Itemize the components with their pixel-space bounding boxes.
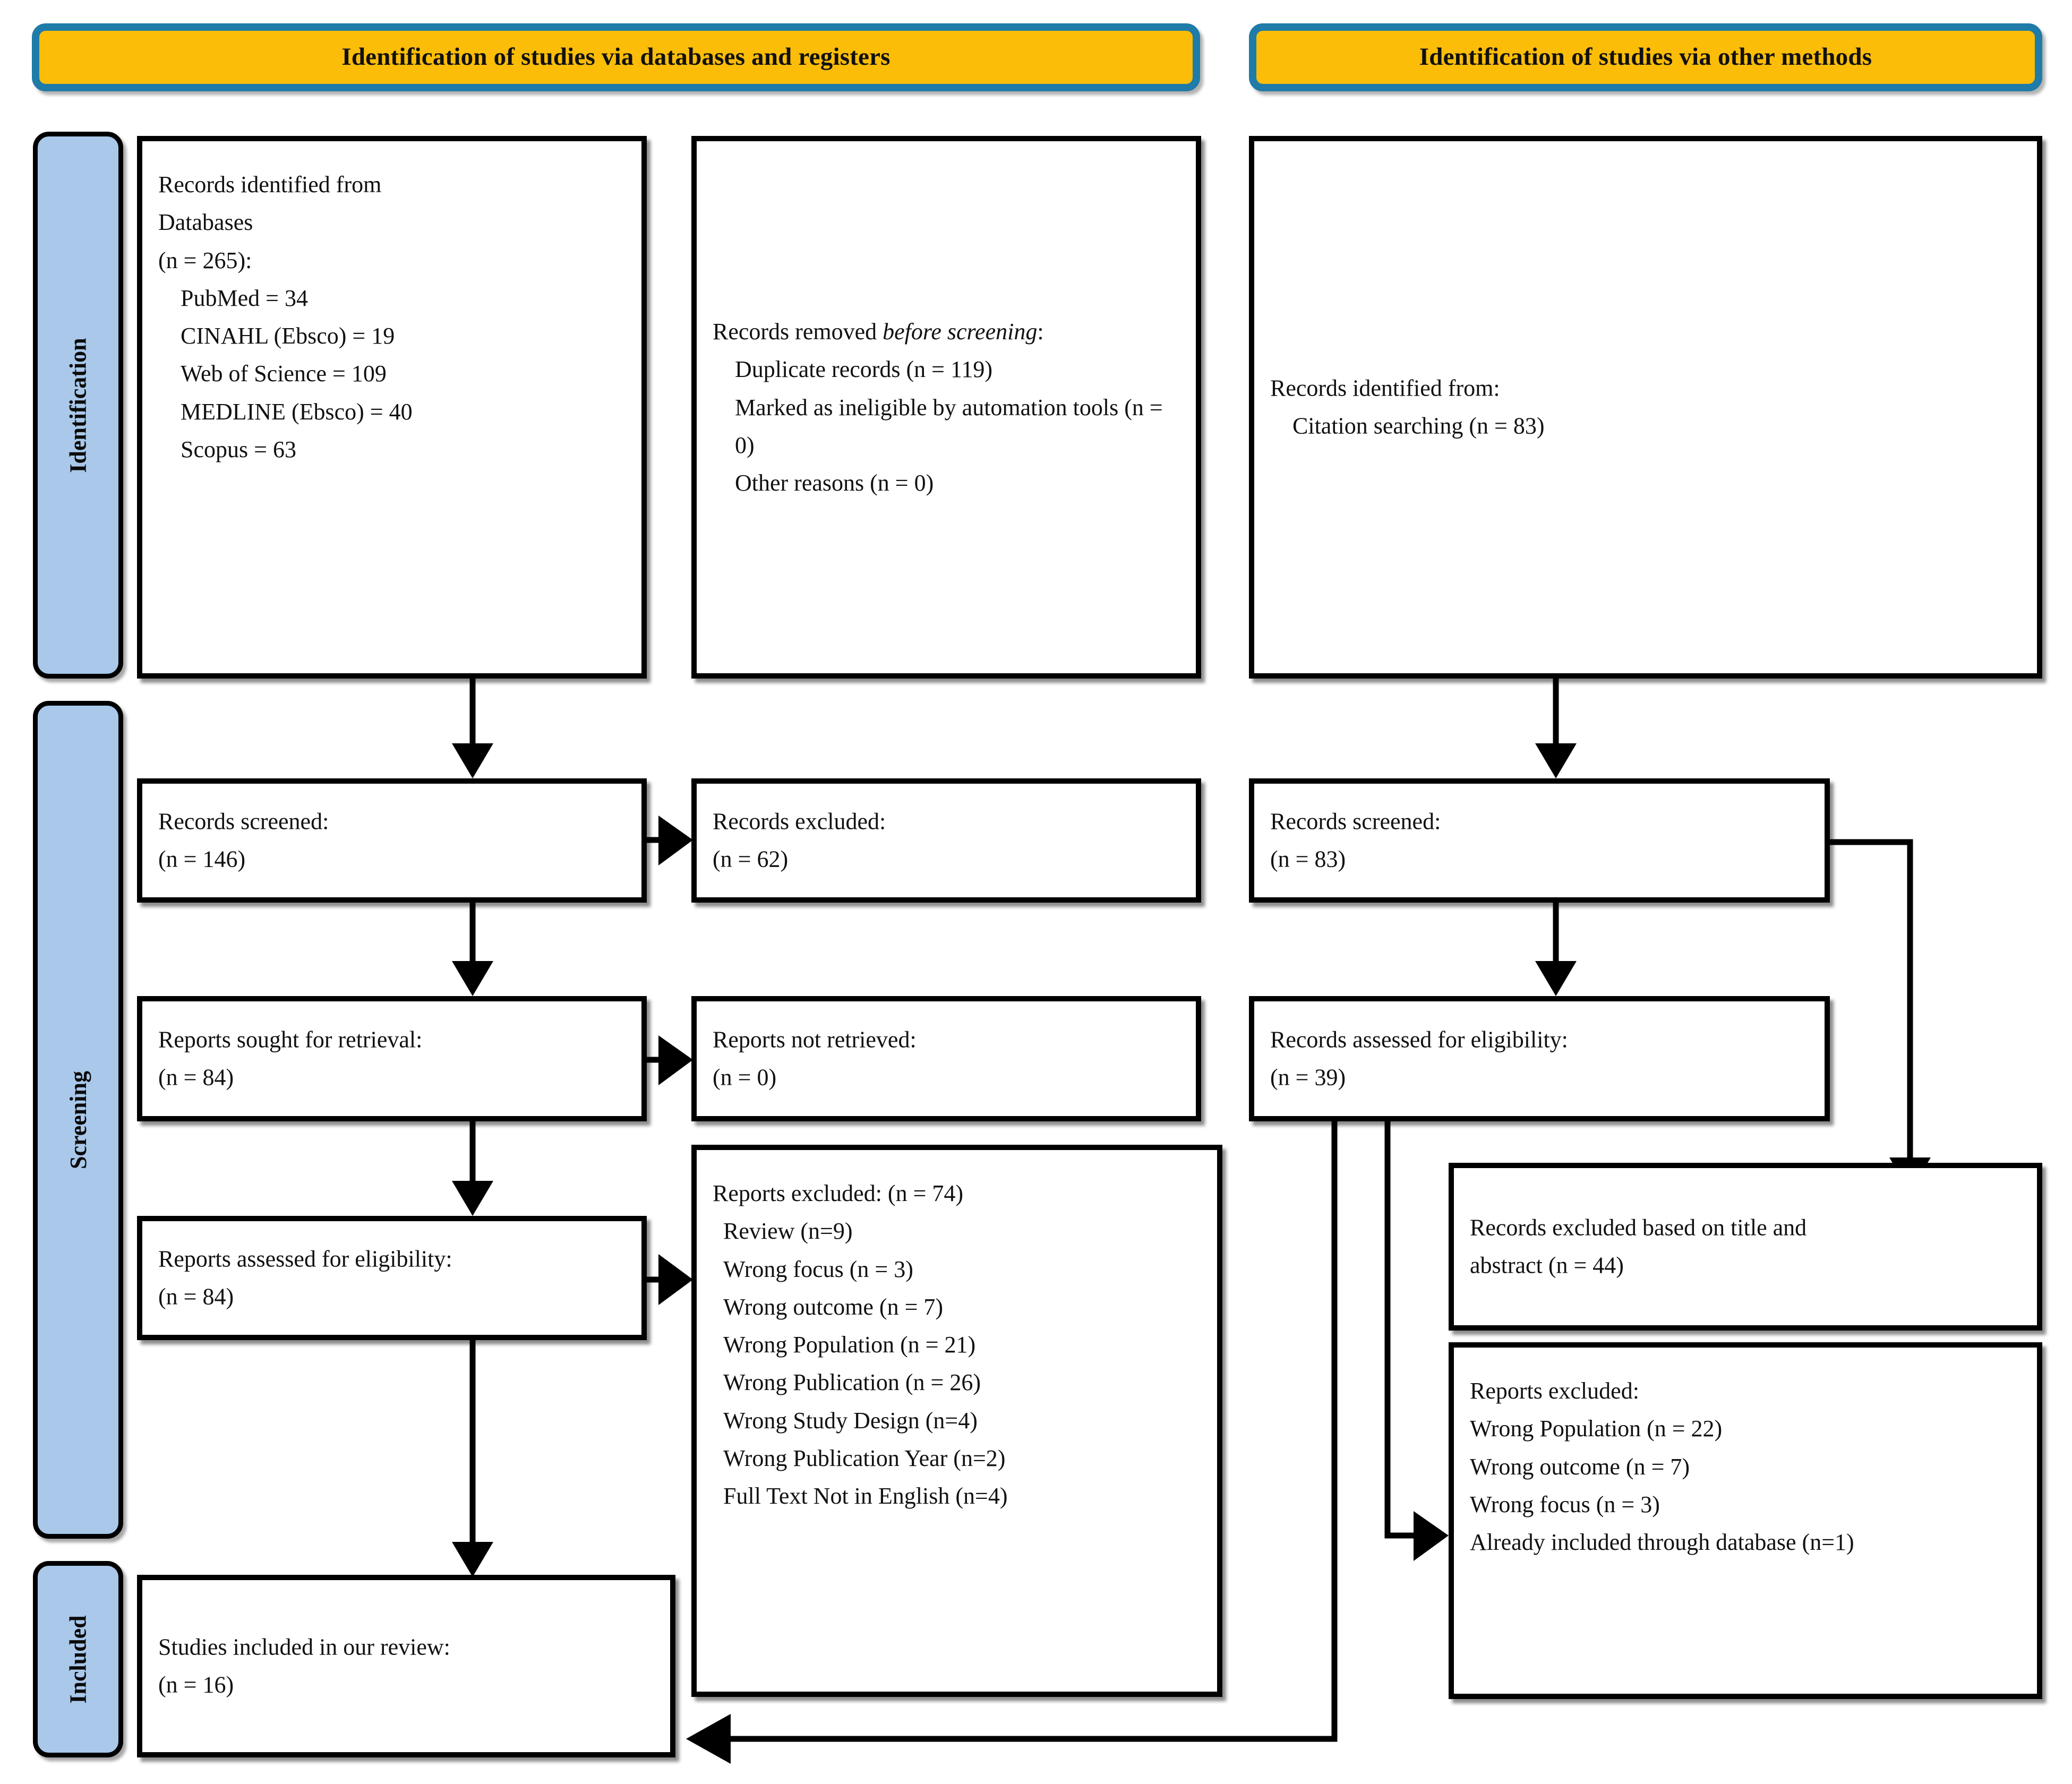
box-records-removed-before-screening: Records removed before screening: Duplic… (691, 136, 1201, 679)
reports-assessed-db-title: Reports assessed for eligibility: (158, 1246, 452, 1272)
excluded-reason-wrong-focus: Wrong focus (n = 3) (723, 1256, 913, 1282)
box-records-excluded-databases: Records excluded: (n = 62) (691, 778, 1201, 903)
excluded-reason-wrong-population: Wrong Population (n = 21) (723, 1332, 976, 1358)
excluded-reason-wrong-study-design: Wrong Study Design (n=4) (723, 1407, 978, 1434)
box-reports-excluded-other-methods: Reports excluded: Wrong Population (n = … (1449, 1342, 2042, 1699)
excluded-reason-full-text-not-english: Full Text Not in English (n=4) (723, 1483, 1008, 1509)
box-records-removed-content: Records removed before screening: Duplic… (713, 313, 1183, 502)
arrow-sought-to-assessed (452, 1121, 493, 1216)
source-web-of-science: Web of Science = 109 (181, 361, 387, 387)
excluded-reason-review: Review (n=9) (723, 1218, 853, 1245)
records-excluded-title-abstract-line2: abstract (n = 44) (1470, 1253, 1624, 1279)
source-medline: MEDLINE (Ebsco) = 40 (181, 398, 413, 425)
arrow-other-screened-to-title-abstract-excluded (1828, 839, 1931, 1193)
reports-sought-title: Reports sought for retrieval: (158, 1026, 423, 1053)
header-banner-databases-label: Identification of studies via databases … (341, 43, 891, 71)
stage-pill-included-label: Included (65, 1615, 91, 1704)
box-reports-sought-content: Reports sought for retrieval: (n = 84) (158, 1021, 629, 1097)
box-reports-excluded-other-content: Reports excluded: Wrong Population (n = … (1470, 1372, 2024, 1561)
box-reports-excluded-db-content: Reports excluded: (n = 74) Review (n=9) … (713, 1174, 1204, 1515)
reports-excluded-other-title: Reports excluded: (1470, 1378, 1639, 1404)
records-identified-subtitle: Databases (158, 209, 253, 236)
box-reports-assessed-db-content: Reports assessed for eligibility: (n = 8… (158, 1240, 629, 1316)
excluded-reason-wrong-publication: Wrong Publication (n = 26) (723, 1369, 981, 1396)
source-scopus: Scopus = 63 (181, 436, 296, 462)
other-excluded-reason-wrong-population: Wrong Population (n = 22) (1470, 1416, 1723, 1442)
box-records-identified-databases: Records identified from Databases (n = 2… (137, 136, 647, 679)
box-records-assessed-other-content: Records assessed for eligibility: (n = 3… (1270, 1021, 1812, 1097)
records-removed-title-italic: before screening (883, 318, 1038, 345)
header-banner-other-methods: Identification of studies via other meth… (1249, 23, 2042, 91)
box-records-excluded-title-abstract-content: Records excluded based on title and abst… (1470, 1209, 2024, 1285)
arrow-screened-to-excluded (647, 816, 693, 865)
box-reports-sought-for-retrieval: Reports sought for retrieval: (n = 84) (137, 996, 647, 1121)
records-excluded-db-count: (n = 62) (713, 846, 789, 872)
reports-assessed-db-count: (n = 84) (158, 1284, 234, 1310)
records-screened-db-count: (n = 146) (158, 846, 246, 872)
box-reports-not-retrieved-content: Reports not retrieved: (n = 0) (713, 1021, 1183, 1097)
records-screened-other-count: (n = 83) (1270, 846, 1346, 872)
other-excluded-reason-wrong-outcome: Wrong outcome (n = 7) (1470, 1453, 1690, 1480)
studies-included-title: Studies included in our review: (158, 1634, 450, 1660)
studies-included-count: (n = 16) (158, 1672, 234, 1698)
box-records-identified-databases-content: Records identified from Databases (n = 2… (158, 166, 629, 468)
stage-pill-identification: Identification (33, 132, 123, 679)
box-studies-included-in-review: Studies included in our review: (n = 16) (137, 1575, 675, 1757)
records-screened-other-title: Records screened: (1270, 808, 1441, 835)
records-excluded-db-title: Records excluded: (713, 808, 886, 835)
removed-duplicate-records: Duplicate records (n = 119) (735, 356, 993, 383)
box-reports-excluded-databases: Reports excluded: (n = 74) Review (n=9) … (691, 1145, 1222, 1697)
arrow-assessed-to-reports-excluded (647, 1254, 693, 1305)
arrow-other-assessed-to-reports-excluded (1384, 1120, 1449, 1561)
excluded-reason-wrong-publication-year: Wrong Publication Year (n=2) (723, 1445, 1006, 1471)
stage-pill-screening-label: Screening (65, 1070, 91, 1169)
header-banner-other-methods-label: Identification of studies via other meth… (1419, 43, 1872, 71)
stage-pill-screening: Screening (33, 701, 123, 1539)
box-records-screened-databases: Records screened: (n = 146) (137, 778, 647, 903)
box-reports-not-retrieved: Reports not retrieved: (n = 0) (691, 996, 1201, 1121)
records-removed-title-pre: Records removed (713, 318, 883, 345)
box-records-identified-other-content: Records identified from: Citation search… (1270, 370, 2024, 445)
reports-not-retrieved-count: (n = 0) (713, 1065, 777, 1091)
box-records-excluded-title-and-abstract: Records excluded based on title and abst… (1449, 1163, 2042, 1331)
source-pubmed: PubMed = 34 (181, 285, 308, 311)
reports-sought-count: (n = 84) (158, 1065, 234, 1091)
box-records-assessed-for-eligibility-other: Records assessed for eligibility: (n = 3… (1249, 996, 1830, 1121)
stage-pill-included: Included (33, 1561, 123, 1757)
box-records-screened-db-content: Records screened: (n = 146) (158, 803, 629, 879)
removed-ineligible-automation: Marked as ineligible by automation tools… (735, 394, 1163, 458)
box-records-screened-other-content: Records screened: (n = 83) (1270, 803, 1812, 879)
arrow-screened-to-reports-sought (452, 903, 493, 996)
header-banner-databases: Identification of studies via databases … (32, 23, 1200, 91)
source-cinahl: CINAHL (Ebsco) = 19 (181, 323, 395, 349)
records-screened-db-title: Records screened: (158, 808, 329, 835)
records-assessed-other-title: Records assessed for eligibility: (1270, 1026, 1568, 1053)
box-reports-assessed-for-eligibility-databases: Reports assessed for eligibility: (n = 8… (137, 1216, 647, 1340)
source-citation-searching: Citation searching (n = 83) (1292, 413, 1545, 439)
reports-not-retrieved-title: Reports not retrieved: (713, 1026, 917, 1053)
arrow-identified-to-screened (452, 679, 493, 778)
arrow-sought-to-not-retrieved (647, 1035, 693, 1085)
records-removed-title: Records removed before screening: (713, 313, 1183, 350)
stage-pill-identification-label: Identification (65, 337, 91, 473)
records-identified-title: Records identified from (158, 171, 382, 198)
arrow-other-screened-to-assessed (1535, 903, 1577, 996)
records-removed-title-post: : (1037, 318, 1044, 345)
box-records-identified-other-methods: Records identified from: Citation search… (1249, 136, 2042, 679)
box-records-screened-other: Records screened: (n = 83) (1249, 778, 1830, 903)
other-excluded-reason-already-included: Already included through database (n=1) (1470, 1529, 1854, 1556)
records-assessed-other-count: (n = 39) (1270, 1065, 1346, 1091)
excluded-reason-wrong-outcome: Wrong outcome (n = 7) (723, 1293, 944, 1320)
records-identified-other-title: Records identified from: (1270, 375, 1500, 401)
other-excluded-reason-wrong-focus: Wrong focus (n = 3) (1470, 1491, 1660, 1517)
records-excluded-title-abstract-line1: Records excluded based on title and (1470, 1214, 1807, 1241)
arrow-assessed-to-included (452, 1339, 493, 1577)
arrow-other-identified-to-screened (1535, 679, 1577, 778)
reports-excluded-db-title: Reports excluded: (n = 74) (713, 1180, 964, 1206)
box-records-excluded-db-content: Records excluded: (n = 62) (713, 803, 1183, 879)
box-studies-included-content: Studies included in our review: (n = 16) (158, 1628, 657, 1704)
records-identified-count: (n = 265): (158, 247, 252, 273)
removed-other-reasons: Other reasons (n = 0) (735, 469, 934, 496)
